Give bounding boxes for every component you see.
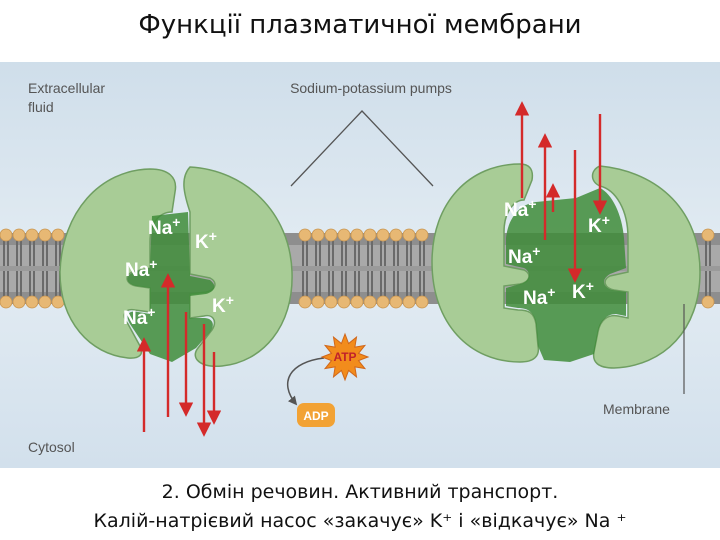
pump-left-subunit-b <box>183 166 293 367</box>
transport-arrows-right <box>514 101 608 283</box>
adp-label: ADP <box>303 409 328 423</box>
caption-line-2: Калій-натрієвий насос «закачує» K⁺ і «ві… <box>93 510 627 532</box>
slide-caption: 2. Обмін речовин. Активний транспорт. Ка… <box>0 478 720 536</box>
ion-label-na-right-3: Na+ <box>523 284 555 309</box>
pump-diagram: ATP ADP Na+ Na+ Na+ K+ K+ Na+ Na+ Na+ K+… <box>0 62 720 468</box>
atp-to-adp-arrow <box>286 357 325 406</box>
caption-line-1: 2. Обмін речовин. Активний транспорт. <box>161 481 559 503</box>
ion-label-na-right-1: Na+ <box>504 196 536 221</box>
membrane-label: Membrane <box>603 401 670 417</box>
pump-right <box>431 163 701 369</box>
ion-label-na-left-3: Na+ <box>123 304 155 329</box>
slide-title: Функції плазматичної мембрани <box>138 10 582 40</box>
pumps-label: Sodium-potassium pumps <box>290 80 452 96</box>
pump-pointer-lines <box>290 110 434 187</box>
transport-arrows-left <box>136 273 222 437</box>
atp-label: ATP <box>333 350 356 364</box>
extracellular-label-line1: Extracellular <box>28 80 105 96</box>
ion-label-na-left-1: Na+ <box>148 214 180 239</box>
ion-label-na-right-2: Na+ <box>508 243 540 268</box>
extracellular-label-line2: fluid <box>28 99 54 115</box>
ion-label-k-left-1: K+ <box>195 228 217 253</box>
ion-label-k-right-1: K+ <box>588 212 610 237</box>
pump-left-subunit-a <box>59 168 177 359</box>
pump-right-channel <box>506 188 626 362</box>
atp-burst-icon <box>320 332 370 382</box>
pump-right-subunit-a <box>431 163 540 363</box>
ion-label-k-right-2: K+ <box>572 278 594 303</box>
adp-badge <box>297 403 335 427</box>
ion-label-k-left-2: K+ <box>212 292 234 317</box>
cytosol-label: Cytosol <box>28 439 75 455</box>
ion-label-na-left-2: Na+ <box>125 256 157 281</box>
